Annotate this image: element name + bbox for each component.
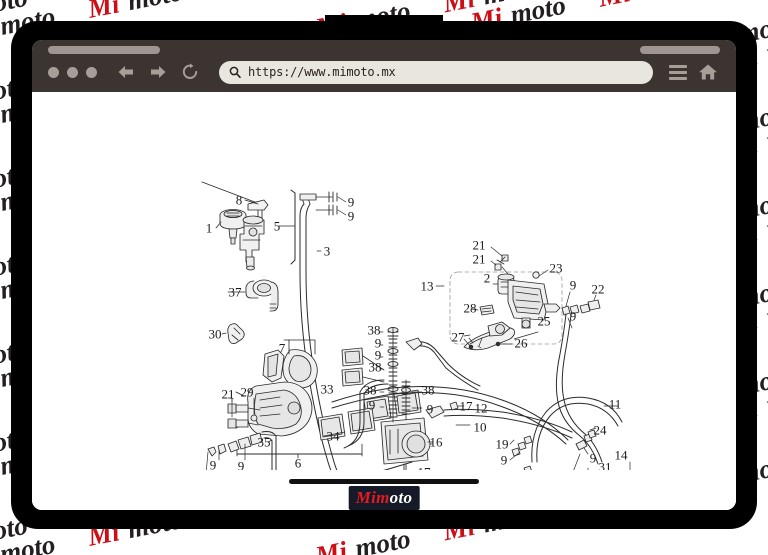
callout-c30: 38 xyxy=(421,382,435,398)
callout-c13: 22 xyxy=(591,281,605,297)
logo-mi-text: Mi xyxy=(355,488,377,507)
callout-c18: 27 xyxy=(451,329,465,345)
callout-c10: 2 xyxy=(483,270,491,286)
callout-c5: 5 xyxy=(273,218,281,234)
callout-c48: 9 xyxy=(237,458,245,474)
callout-c49: 6 xyxy=(294,455,302,471)
search-icon xyxy=(229,66,241,78)
callout-c7: 21 xyxy=(472,237,486,253)
browser-toolbar: https://www.mimoto.mx xyxy=(32,40,736,92)
device-notch xyxy=(325,15,443,31)
parts-diagram xyxy=(201,181,661,510)
logo-m-text: m xyxy=(376,488,390,507)
window-control-dot-3[interactable] xyxy=(86,66,97,78)
callout-c1: 8 xyxy=(235,192,243,208)
callout-c27: 21 xyxy=(221,386,235,402)
callout-c23: 9 xyxy=(374,347,382,363)
callout-c24: 38 xyxy=(368,359,382,375)
back-arrow-icon[interactable] xyxy=(115,61,137,83)
logo-oto-text: oto xyxy=(389,488,413,507)
callout-c41: 19 xyxy=(495,436,509,452)
home-icon[interactable] xyxy=(698,63,718,81)
callout-c32: 9 xyxy=(426,401,434,417)
callout-c40: 16 xyxy=(429,434,443,450)
callout-c4: 1 xyxy=(205,220,213,236)
callout-c29: 38 xyxy=(363,382,377,398)
callout-c26: 33 xyxy=(320,381,334,397)
callout-c36: 10 xyxy=(473,419,487,435)
callout-c9: 23 xyxy=(549,260,563,276)
toolbar-pill-right xyxy=(640,46,720,54)
page-bottom-strip: Mimoto xyxy=(32,470,736,510)
url-text: https://www.mimoto.mx xyxy=(248,65,396,79)
callout-c19: 26 xyxy=(514,335,528,351)
callout-c11: 13 xyxy=(420,278,434,294)
device-screen: https://www.mimoto.mx xyxy=(32,40,736,510)
callout-c37: 24 xyxy=(593,422,607,438)
callout-c42: 9 xyxy=(589,450,597,466)
mimoto-logo[interactable]: Mimoto xyxy=(348,486,420,510)
callout-c45: 9 xyxy=(500,452,508,468)
callout-c28: 29 xyxy=(240,384,254,400)
callout-c25: 7 xyxy=(278,340,286,356)
home-indicator[interactable] xyxy=(289,479,479,484)
callout-c21: 38 xyxy=(367,322,381,338)
callout-c14: 37 xyxy=(228,284,242,300)
callout-c8: 21 xyxy=(472,251,486,267)
toolbar-pill-left xyxy=(48,46,160,54)
forward-arrow-icon[interactable] xyxy=(147,61,169,83)
callout-c6: 3 xyxy=(323,243,331,259)
callout-c33: 17 xyxy=(459,398,473,414)
reload-icon[interactable] xyxy=(179,61,201,83)
callout-c16: 25 xyxy=(537,313,551,329)
callout-c3: 9 xyxy=(347,208,355,224)
callout-c39: 34 xyxy=(326,428,340,444)
callout-c22: 9 xyxy=(374,335,382,351)
hamburger-menu-icon[interactable] xyxy=(669,64,687,80)
window-control-dot-2[interactable] xyxy=(67,66,78,78)
callout-c15: 28 xyxy=(463,300,477,316)
callout-c35: 11 xyxy=(608,396,622,412)
callout-c34: 12 xyxy=(474,400,488,416)
window-controls[interactable] xyxy=(48,66,97,78)
callout-c31: 9 xyxy=(368,397,376,413)
url-bar[interactable]: https://www.mimoto.mx xyxy=(219,60,653,84)
callout-c12: 9 xyxy=(569,277,577,293)
callout-c46: 9 xyxy=(209,457,217,473)
callout-c20: 30 xyxy=(208,326,222,342)
callout-c17: 9 xyxy=(569,308,577,324)
callout-c43: 14 xyxy=(614,447,628,463)
window-control-dot-1[interactable] xyxy=(48,66,59,78)
callout-c38: 35 xyxy=(257,434,271,450)
callout-c2: 9 xyxy=(347,194,355,210)
tablet-device-frame: https://www.mimoto.mx xyxy=(12,15,756,528)
